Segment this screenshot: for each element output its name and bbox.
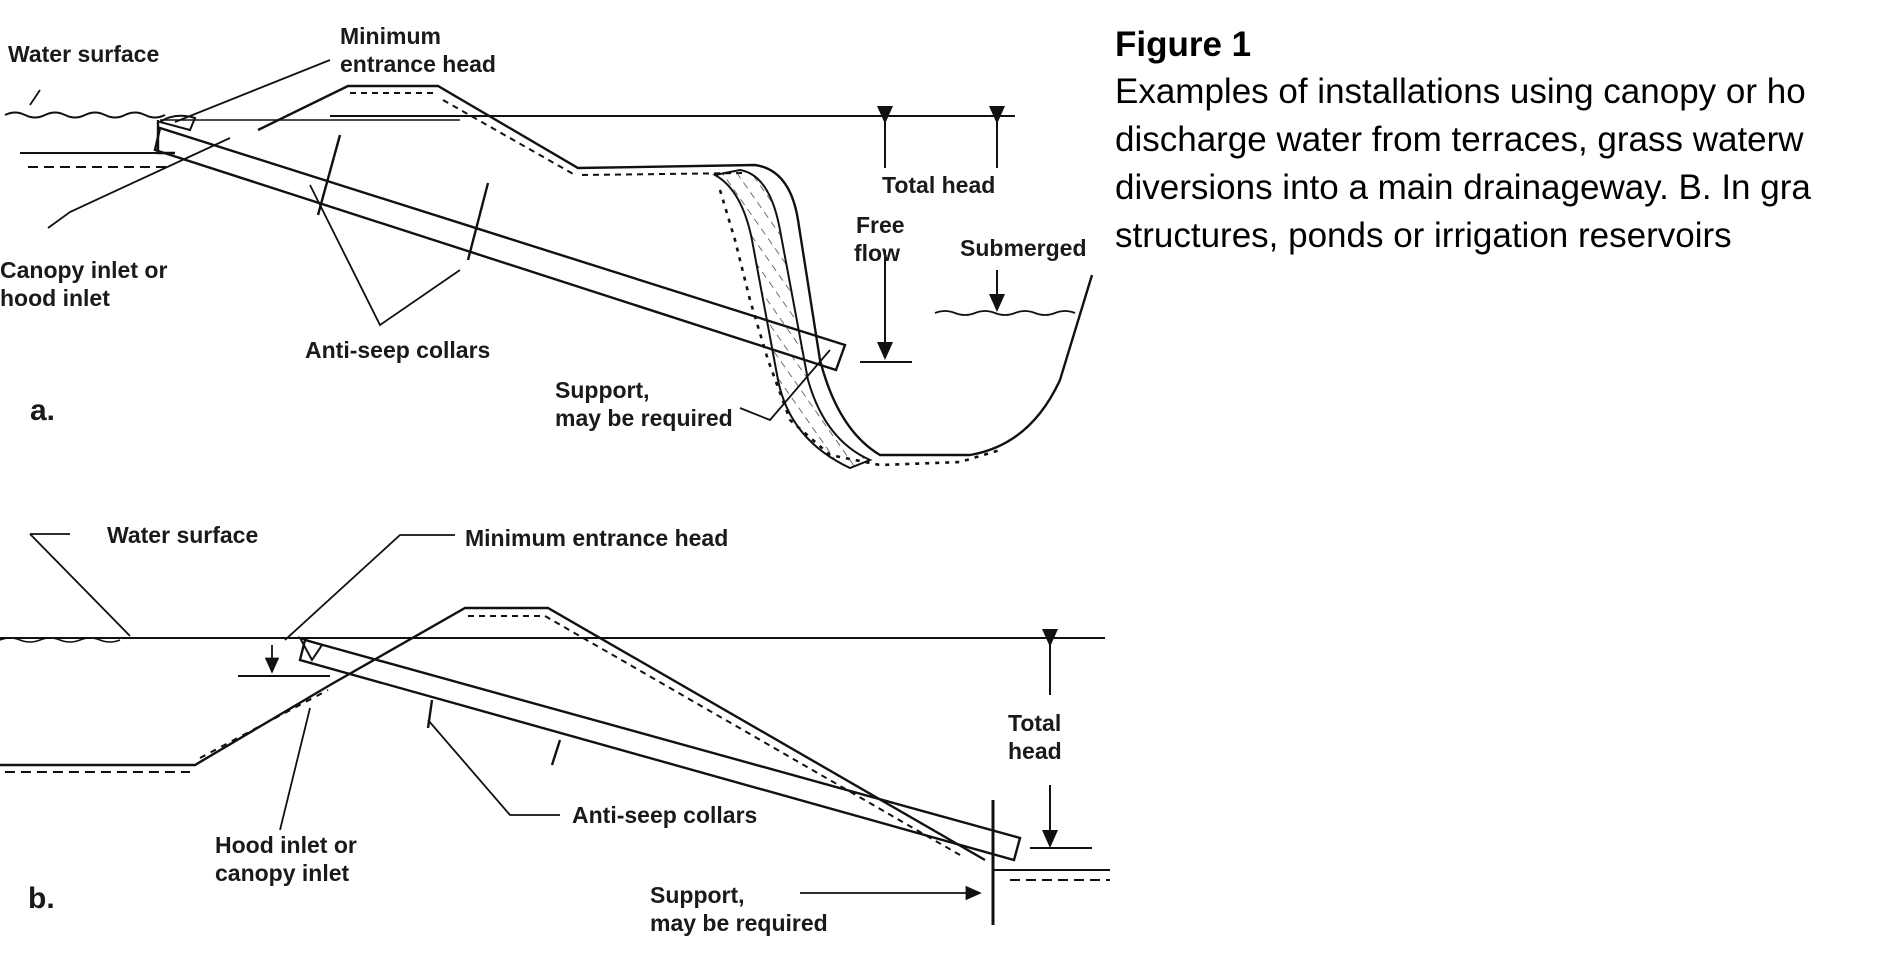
caption-line-1: Examples of installations using canopy o…	[1115, 72, 1806, 111]
panel-label-b: b.	[28, 882, 55, 915]
pipe-a	[153, 126, 847, 372]
label-submerged: Submerged	[960, 235, 1087, 261]
panel-b	[0, 533, 1110, 925]
caption-line-4: structures, ponds or irrigation reservoi…	[1115, 216, 1732, 255]
label-inlet-a-2: hood inlet	[0, 285, 110, 311]
label-free-flow-1: Free	[856, 212, 905, 238]
panel-b-labels: Water surface Minimum entrance head Tota…	[28, 522, 1062, 936]
label-total-head-b-2: head	[1008, 738, 1062, 764]
label-inlet-a-1: Canopy inlet or	[0, 257, 167, 283]
caption-block: Figure 1 Examples of installations using…	[1115, 22, 1880, 260]
label-free-flow-2: flow	[854, 240, 900, 266]
label-total-head-b-1: Total	[1008, 710, 1061, 736]
label-water-surface-a: Water surface	[8, 41, 159, 67]
label-min-entrance-head-a-2: entrance head	[340, 51, 496, 77]
label-min-entrance-head-b: Minimum entrance head	[465, 525, 728, 551]
label-support-b-2: may be required	[650, 910, 828, 936]
label-min-entrance-head-a-1: Minimum	[340, 23, 441, 49]
label-support-b-1: Support,	[650, 882, 745, 908]
label-support-a-1: Support,	[555, 377, 650, 403]
installation-diagram: Water surface Minimum entrance head Tota…	[0, 23, 1110, 936]
embankment-b	[329, 606, 986, 862]
label-support-a-2: may be required	[555, 405, 733, 431]
panel-a-labels: Water surface Minimum entrance head Tota…	[0, 23, 1087, 431]
panel-a	[4, 59, 1094, 470]
label-total-head-a: Total head	[882, 172, 995, 198]
label-inlet-b-2: canopy inlet	[215, 860, 350, 886]
water-surface-line	[4, 111, 1015, 121]
caption-line-3: diversions into a main drainageway. B. I…	[1115, 168, 1811, 207]
label-water-surface-b: Water surface	[107, 522, 258, 548]
embankment	[257, 84, 1094, 457]
label-anti-seep-b: Anti-seep collars	[572, 802, 757, 828]
label-inlet-b-1: Hood inlet or	[215, 832, 357, 858]
pipe-b	[298, 638, 1022, 862]
label-anti-seep-a: Anti-seep collars	[305, 337, 490, 363]
caption-line-2: discharge water from terraces, grass wat…	[1115, 120, 1804, 159]
figure-title: Figure 1	[1115, 25, 1252, 64]
panel-label-a: a.	[30, 394, 55, 427]
channel-lining	[712, 168, 873, 470]
